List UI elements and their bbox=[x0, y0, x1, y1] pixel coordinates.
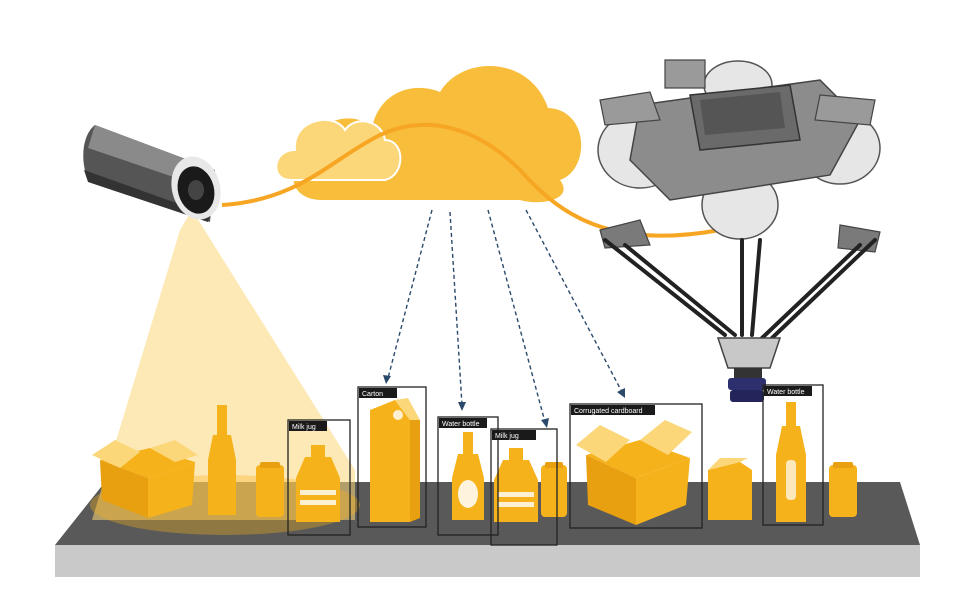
camera-icon bbox=[83, 125, 221, 222]
detection-labels: Milk jug Carton Water bottle Milk jug Co… bbox=[289, 386, 812, 440]
products bbox=[92, 398, 857, 525]
detection-box-milk-jug-1 bbox=[287, 419, 351, 536]
detection-box-water-bottle-2 bbox=[762, 384, 824, 526]
cardboard-box bbox=[92, 440, 198, 518]
detection-box-water-bottle-1 bbox=[437, 416, 499, 536]
label-corrugated-cardboard: Corrugated cardboard bbox=[574, 408, 643, 415]
detection-boxes bbox=[287, 384, 824, 546]
label-water-bottle-1: Water bottle bbox=[442, 421, 480, 428]
label-carton: Carton bbox=[362, 391, 383, 398]
detection-box-corrugated-cardboard bbox=[569, 403, 703, 529]
cloud-arrows bbox=[387, 209, 623, 423]
cloud-icon bbox=[275, 65, 582, 203]
label-milk-jug-2: Milk jug bbox=[495, 433, 519, 440]
can bbox=[541, 462, 567, 517]
detection-box-milk-jug-2 bbox=[490, 428, 558, 546]
camera-light-cone bbox=[92, 210, 355, 520]
can bbox=[829, 462, 857, 517]
label-milk-jug-1: Milk jug bbox=[292, 424, 316, 431]
bottle bbox=[208, 405, 236, 515]
water-bottle bbox=[776, 402, 806, 522]
cardboard-box bbox=[576, 420, 692, 525]
detection-box-carton bbox=[357, 386, 427, 528]
milk-jug bbox=[296, 445, 340, 522]
can bbox=[256, 462, 284, 517]
label-water-bottle-2: Water bottle bbox=[767, 389, 805, 396]
carton bbox=[708, 458, 752, 520]
water-bottle bbox=[452, 432, 484, 520]
arrow-heads bbox=[383, 375, 625, 428]
carton bbox=[370, 398, 420, 522]
robot-arm-icon bbox=[597, 59, 881, 402]
milk-jug bbox=[494, 448, 538, 522]
connection-cable bbox=[221, 122, 721, 238]
